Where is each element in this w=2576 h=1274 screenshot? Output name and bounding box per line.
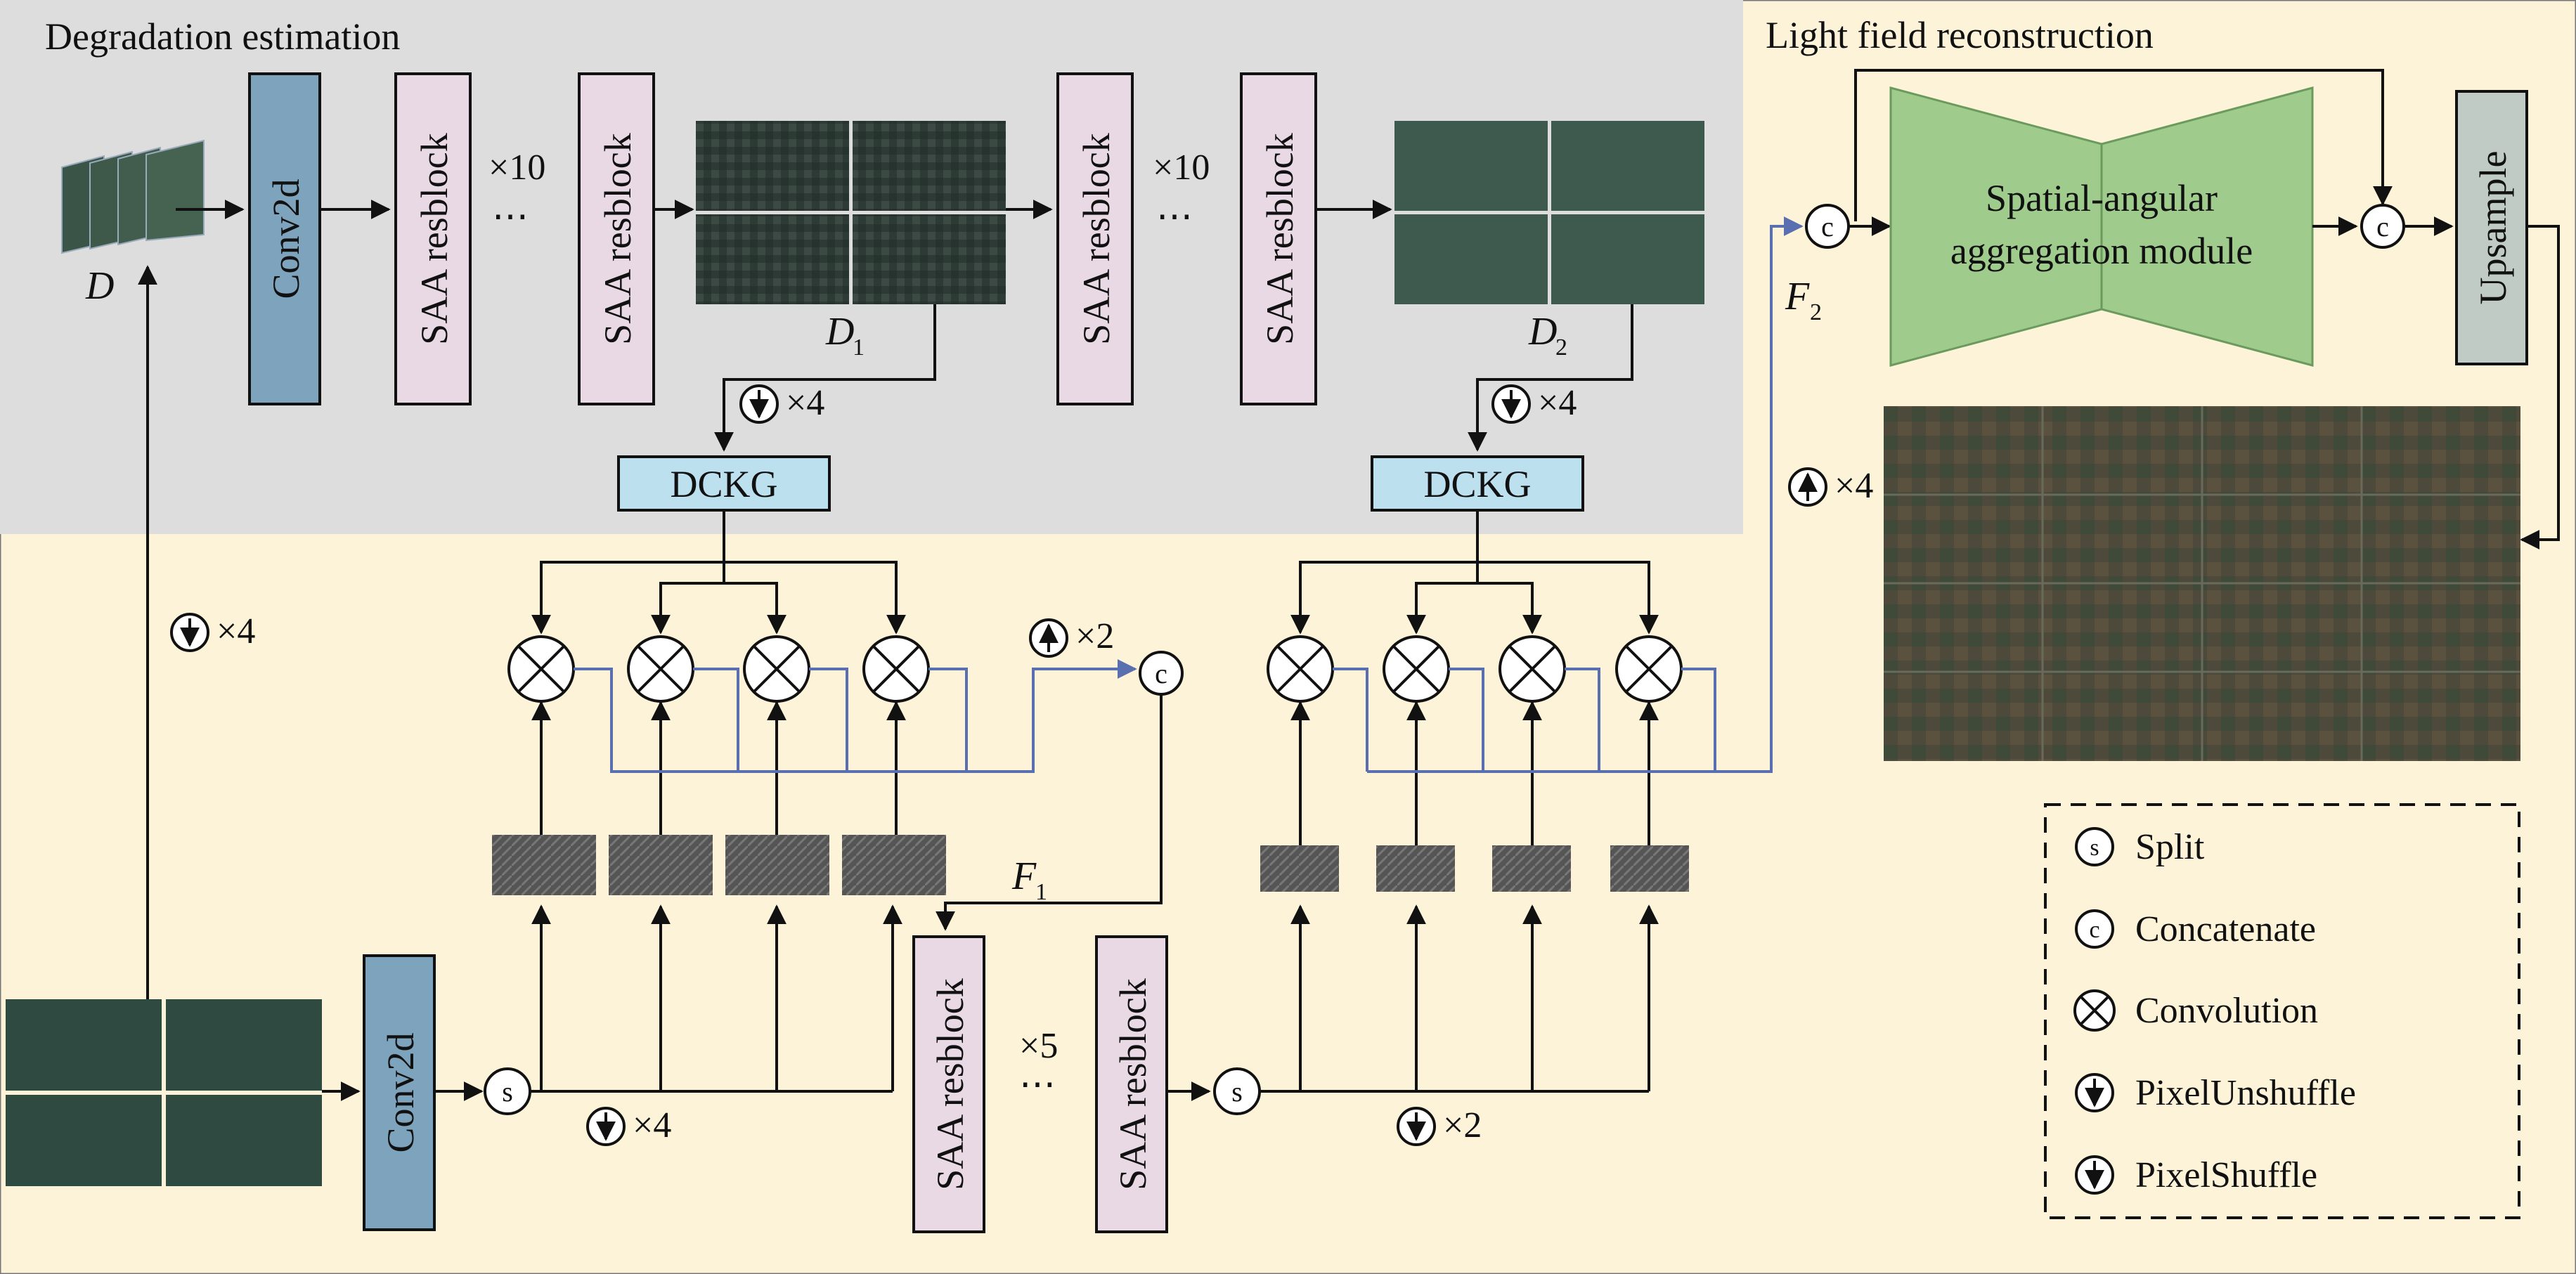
convolution-node: [1499, 635, 1566, 703]
legend-split-symbol: s: [2090, 835, 2099, 861]
convolution-node: [627, 635, 694, 703]
convolution-node: [507, 635, 575, 703]
concat-symbol: c: [1821, 211, 1834, 242]
x2-label-shuffle: ×2: [1075, 616, 1114, 656]
x4-label-left: ×4: [216, 611, 255, 651]
label-D2: D: [1528, 310, 1557, 353]
feature-map-2c: [1492, 845, 1571, 892]
legend-concatenate: Concatenate: [2135, 909, 2316, 949]
legend-pixelunshuffle-icon: [2075, 1073, 2114, 1112]
x4-label-a: ×4: [786, 383, 824, 423]
input-degradation-stack: [61, 139, 205, 254]
convolution-node: [1615, 635, 1683, 703]
x2-label-split2: ×2: [1443, 1105, 1482, 1145]
input-lr-grid-image: [6, 999, 322, 1186]
saa-resblock-5: [912, 935, 985, 1233]
feature-map-1a: [492, 835, 596, 895]
upsample-block: [2455, 90, 2528, 365]
saa-resblock-1: [394, 72, 472, 405]
legend-split: Split: [2135, 827, 2205, 867]
x10-label-2: ×10: [1153, 148, 1210, 188]
split-symbol: s: [1231, 1076, 1243, 1107]
convolution-node: [862, 635, 930, 703]
saa-resblock-4-label: SAA resblock: [1259, 133, 1301, 344]
label-D2-sub: 2: [1555, 334, 1567, 360]
sam-label-1: Spatial-angular: [1986, 177, 2218, 219]
upsample-label: Upsample: [2472, 151, 2514, 305]
legend-convolution-icon: [2073, 989, 2116, 1032]
legend-box: [2044, 803, 2520, 1219]
x5-label: ×5: [1019, 1026, 1058, 1066]
feature-map-1d: [842, 835, 946, 895]
label-D1-sub: 1: [853, 334, 865, 360]
pixelshuffle-icon: [1788, 467, 1827, 507]
dckg-1: [617, 455, 831, 512]
feature-map-2b: [1376, 845, 1455, 892]
degradation-title: Degradation estimation: [45, 15, 400, 58]
label-F2-sub: 2: [1810, 299, 1822, 325]
conv2d-bottom: [363, 954, 436, 1231]
saa-resblock-6-label: SAA resblock: [1112, 978, 1154, 1190]
saa-resblock-5-label: SAA resblock: [929, 978, 971, 1190]
x4-label-shuffle: ×4: [1834, 466, 1873, 506]
dots-1: ⋯: [492, 197, 529, 237]
label-F2: F: [1785, 275, 1810, 318]
dckg-2: [1371, 455, 1584, 512]
legend-concat-icon: [2075, 909, 2114, 949]
saa-resblock-3: [1056, 72, 1134, 405]
legend-pixelunshuffle: PixelUnshuffle: [2135, 1073, 2356, 1113]
saa-resblock-6: [1095, 935, 1168, 1233]
split-symbol: s: [502, 1076, 513, 1107]
feature-map-2a: [1260, 845, 1339, 892]
saa-resblock-3-label: SAA resblock: [1075, 133, 1118, 344]
feature-map-1b: [609, 835, 713, 895]
label-D1: D: [825, 310, 854, 353]
concat-symbol: c: [2376, 211, 2389, 242]
label-F1-sub: 1: [1035, 879, 1047, 905]
D2-grid-image: [1394, 121, 1704, 304]
saa-resblock-2-label: SAA resblock: [597, 133, 639, 344]
convolution-node: [1383, 635, 1450, 703]
x4-label-split1: ×4: [633, 1105, 671, 1145]
label-F1: F: [1011, 854, 1037, 898]
pixelunshuffle-icon: [739, 384, 779, 424]
reconstructed-light-field-grid: [1884, 406, 2520, 761]
pixelunshuffle-icon: [1397, 1107, 1436, 1146]
legend-concat-symbol: c: [2089, 917, 2099, 943]
pixelunshuffle-icon: [170, 613, 209, 652]
conv2d-bottom-label: Conv2d: [380, 1032, 422, 1152]
concat-symbol: c: [1155, 658, 1167, 689]
convolution-node: [1267, 635, 1334, 703]
x10-label-1: ×10: [488, 148, 545, 188]
pixelshuffle-icon: [1029, 618, 1068, 658]
sam-label-2: aggregation module: [1950, 230, 2253, 272]
conv2d-top-label: Conv2d: [265, 178, 307, 299]
dots-2: ⋯: [1156, 197, 1193, 237]
dckg-2-label: DCKG: [1423, 463, 1531, 505]
feature-map-2d: [1610, 845, 1689, 892]
dots-3: ⋯: [1019, 1065, 1056, 1105]
saa-resblock-1-label: SAA resblock: [413, 133, 455, 344]
convolution-node: [743, 635, 810, 703]
D1-grid-image: [696, 121, 1006, 304]
legend-pixelshuffle: PixelShuffle: [2135, 1155, 2317, 1195]
pixelunshuffle-icon: [1491, 384, 1531, 424]
legend-split-icon: [2075, 827, 2114, 866]
lf-reconstruction-title: Light field reconstruction: [1766, 14, 2154, 56]
saa-resblock-2: [578, 72, 655, 405]
dckg-1-label: DCKG: [670, 463, 777, 505]
label-D: D: [85, 264, 114, 308]
saa-resblock-4: [1240, 72, 1317, 405]
legend-pixelshuffle-icon: [2075, 1155, 2114, 1195]
conv2d-top: [248, 72, 321, 405]
legend-convolution: Convolution: [2135, 991, 2318, 1031]
pixelunshuffle-icon: [586, 1107, 626, 1146]
x4-label-b: ×4: [1538, 383, 1577, 423]
feature-map-1c: [725, 835, 829, 895]
